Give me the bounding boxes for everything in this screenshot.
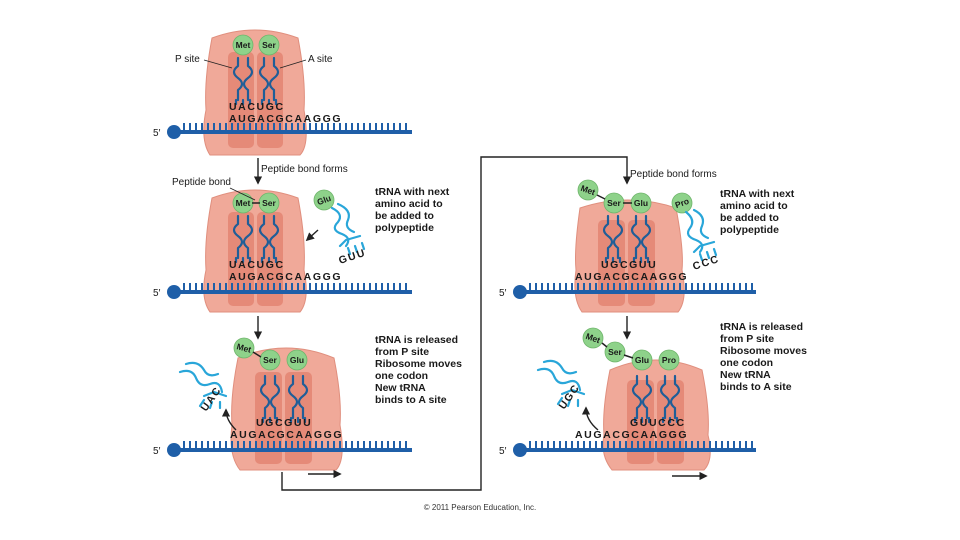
trna-next-note-line-4: polypeptide [375,222,434,234]
pro-ball [658,349,680,371]
mrna-sequence: AUGACGCAAGGG [229,113,342,125]
five-prime-label: 5′ [499,446,507,457]
met-ball [577,179,599,201]
released-note-line-6: binds to A site [720,381,792,393]
released-note-line-3: Ribosome moves [720,345,807,357]
trna-a-site [258,56,280,106]
anticodons: UACUGC [229,101,285,113]
released-trna-ugc: UGC [536,359,586,412]
five-prime-label: 5′ [153,128,161,139]
anticodons: GUUCCC [630,417,686,429]
released-note-line-2: from P site [375,346,429,358]
mrna-sequence: AUGACGCAAGGG [229,271,342,283]
trna-next-note-line-4: polypeptide [720,224,779,236]
mrna-strand [513,283,756,299]
mrna-strand [167,441,412,457]
trna-next-note-line-1: tRNA with next [720,188,795,200]
five-prime-label: 5′ [499,288,507,299]
trna-next-note-line-3: be added to [375,210,434,222]
ser-label: Ser [607,198,621,208]
five-prime-label: 5′ [153,446,161,457]
glu-ball [286,349,308,371]
p-site-label: P site [175,54,200,65]
anticodon-guu: GUU [337,247,367,267]
released-note-line-1: tRNA is released [720,321,803,333]
panel-1: Met Ser P site A site UACUGC AUGACGCAAGG… [153,29,412,156]
peptide-bond-forms-label-2: Peptide bond forms [630,169,717,180]
met-label: Met [236,198,251,208]
released-note-line-5: New tRNA [720,369,771,381]
glu-label: Glu [634,198,648,208]
met-ball [232,34,254,56]
anticodon-uac: UAC [199,384,225,413]
anticodons: UACUGC [229,259,285,271]
ser-ball [604,341,626,363]
glu-label: Glu [316,193,333,207]
glu-ball [631,349,653,371]
released-note-line-4: one codon [720,357,773,369]
met-label: Met [236,341,253,354]
ser-ball [259,349,281,371]
anticodons: UGCGUU [601,259,657,271]
mrna-sequence: AUGACGCAAGGG [575,271,688,283]
peptide-bond-label: Peptide bond [172,177,231,188]
panel-5: Met Ser Glu Pro UGC GUUCCC AUGACGCAAGGG … [499,321,807,481]
released-note-line-3: Ribosome moves [375,358,462,370]
pro-label: Pro [662,355,676,365]
ser-label: Ser [608,347,622,357]
released-trna-uac: UAC [178,361,228,414]
released-note-line-2: from P site [720,333,774,345]
released-note-line-5: New tRNA [375,382,426,394]
mrna-sequence: AUGACGCAAGGG [575,429,688,441]
met-ball [233,337,255,359]
panel-4: Met Ser Glu Pro CCC UGCGUU AUGACGCAAGGG … [499,179,795,313]
mrna-strand [513,441,756,457]
trna-p-site [232,56,254,106]
met-label: Met [579,183,596,197]
anticodon-ccc: CCC [691,253,721,273]
released-note-line-4: one codon [375,370,428,382]
anticodons: UGCGUU [256,417,312,429]
flow-connector [281,156,632,491]
glu-label: Glu [635,355,649,365]
ser-ball [258,34,280,56]
mrna-strand [167,283,412,299]
met-label: Met [584,331,601,345]
panel-2: Met Ser Peptide bond Glu GUU UACUGC AUGA… [153,177,450,313]
released-note-line-1: tRNA is released [375,334,458,346]
copyright: © 2011 Pearson Education, Inc. [424,503,536,512]
trna-next-note-line-2: amino acid to [375,198,443,210]
ser-label: Ser [263,355,277,365]
trna-next-note-line-3: be added to [720,212,779,224]
pro-label: Pro [674,196,691,210]
mrna-strand [167,123,412,139]
released-note-line-6: binds to A site [375,394,447,406]
anticodon-ugc: UGC [557,382,583,412]
panel-3: Met Ser Glu UAC UGCGUU AUGACGCAAGGG 5′ t… [153,334,462,479]
ribosome [203,29,307,156]
ser-label: Ser [262,198,276,208]
met-ball [582,327,604,349]
met-label: Met [236,40,251,50]
trna-next-note-line-1: tRNA with next [375,186,450,198]
five-prime-label: 5′ [153,288,161,299]
a-site-label: A site [308,54,333,65]
trna-next-note-line-2: amino acid to [720,200,788,212]
mrna-sequence: AUGACGCAAGGG [230,429,343,441]
ser-label: Ser [262,40,276,50]
incoming-trna-glu: Glu GUU [313,189,368,267]
glu-label: Glu [290,355,304,365]
peptide-bond-forms-label-1: Peptide bond forms [261,164,348,175]
